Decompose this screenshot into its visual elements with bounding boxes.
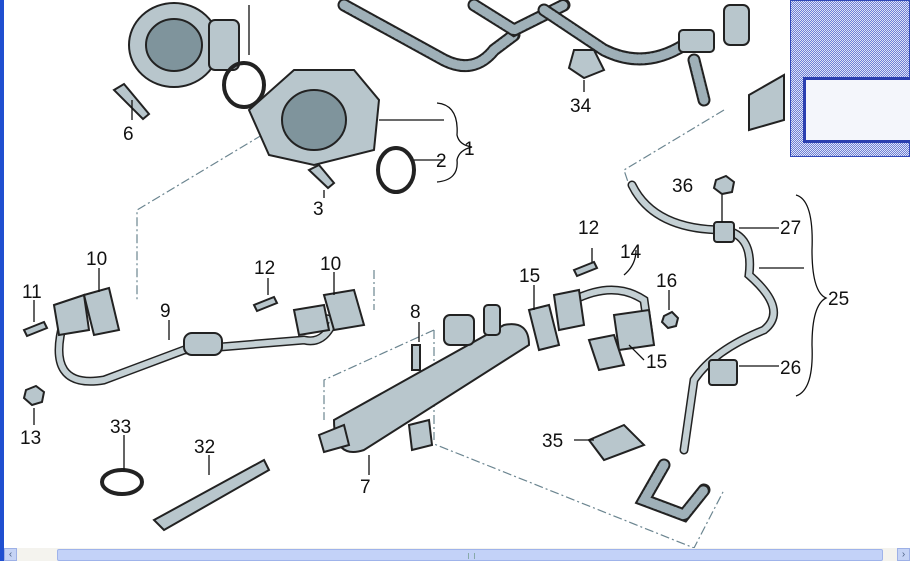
callout-9: 9 (160, 301, 171, 322)
throttle-body (128, 2, 240, 88)
egr-pipe (52, 293, 341, 386)
callout-3: 3 (313, 199, 324, 220)
connecting-pipe (552, 285, 656, 352)
navigator-thumbnail[interactable] (790, 0, 910, 157)
cable-tie (152, 458, 271, 532)
navigator-viewport[interactable] (803, 77, 910, 143)
o-ring (376, 146, 416, 194)
callout-8: 8 (410, 302, 421, 323)
scroll-left-button[interactable]: ‹ (4, 548, 17, 561)
bolt (22, 320, 49, 338)
heat-shield (587, 423, 646, 462)
callout-25: 25 (828, 289, 849, 310)
window-border (0, 0, 4, 561)
clip (567, 49, 606, 80)
gasket (82, 286, 121, 337)
callout-12: 12 (254, 258, 275, 279)
assembly-line (623, 109, 725, 186)
grip-icon (468, 553, 475, 559)
bolt (572, 260, 599, 278)
callout-12: 12 (578, 218, 599, 239)
callout-27: 27 (780, 218, 801, 239)
o-ring (222, 61, 266, 109)
assembly-line (423, 439, 725, 548)
callout-34: 34 (570, 96, 592, 117)
callout-33: 33 (110, 417, 131, 438)
nut (660, 310, 680, 330)
gasket (527, 303, 561, 352)
callout-1: 1 (464, 139, 475, 160)
assembly-line (136, 134, 263, 300)
callout-14: 14 (620, 242, 642, 263)
scroll-right-button[interactable]: › (897, 548, 910, 561)
horizontal-scrollbar[interactable]: ‹ › (4, 548, 910, 561)
callout-36: 36 (672, 176, 693, 197)
leader-lines (33, 5, 828, 475)
parts-diagram: 1 2 3 6 10 11 9 12 10 13 33 32 8 7 15 12… (20, 0, 849, 548)
callout-10: 10 (86, 249, 107, 270)
gasket (587, 333, 626, 372)
callout-2: 2 (436, 151, 447, 172)
callout-16: 16 (656, 271, 677, 292)
gasket (322, 288, 366, 332)
vacuum-pipe (627, 180, 778, 523)
hose-clamp (100, 468, 144, 496)
vacuum-hoses (337, 0, 785, 132)
bolt (411, 344, 421, 371)
callout-15: 15 (646, 352, 667, 373)
assembly-line (323, 329, 435, 420)
callout-32: 32 (194, 437, 215, 458)
callout-13: 13 (20, 428, 41, 449)
bolt (252, 295, 279, 313)
callout-7: 7 (360, 477, 371, 498)
scrollbar-thumb[interactable] (57, 549, 883, 561)
callout-15: 15 (519, 266, 540, 287)
callout-11: 11 (22, 282, 42, 303)
callout-6: 6 (123, 124, 134, 145)
egr-cooler (317, 304, 531, 454)
bolt (307, 163, 336, 190)
egr-valve-housing (247, 69, 381, 167)
callout-labels: 1 2 3 6 10 11 9 12 10 13 33 32 8 7 15 12… (20, 96, 849, 498)
nut (712, 174, 736, 196)
nut (22, 384, 46, 407)
callout-10: 10 (320, 254, 341, 275)
callout-26: 26 (780, 358, 801, 379)
callout-35: 35 (542, 431, 563, 452)
